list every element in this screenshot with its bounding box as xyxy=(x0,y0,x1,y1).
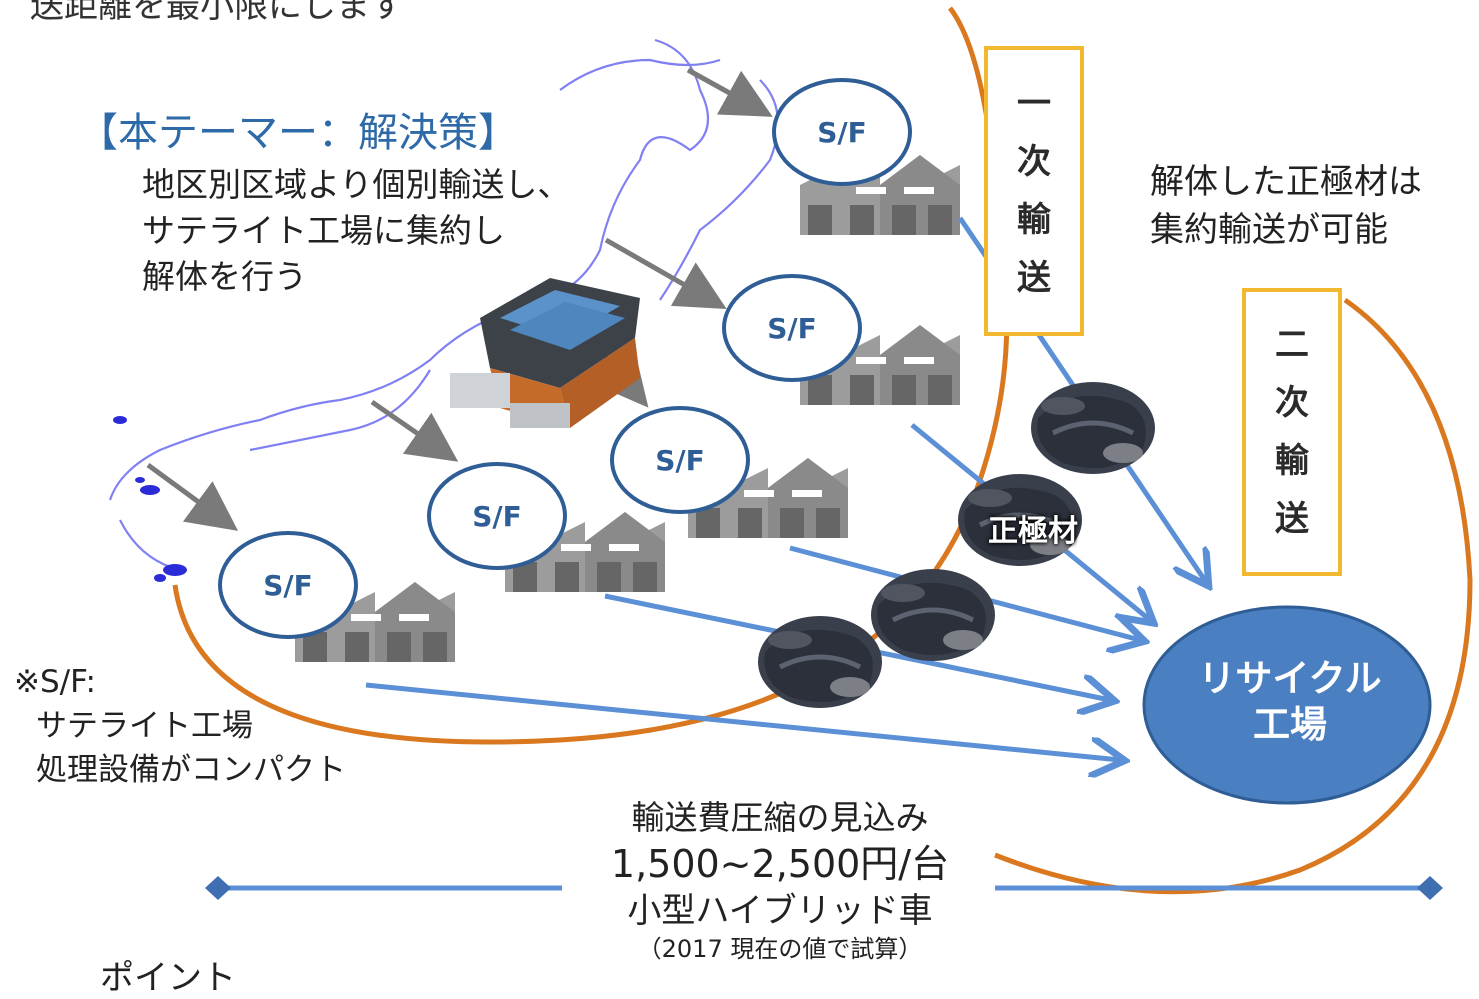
solution-description: 地区別区域より個別輸送し、 サテライト工場に集約し 解体を行う xyxy=(142,162,570,300)
sf-footnote: ※S/F: サテライト工場 処理設備がコンパクト xyxy=(14,660,346,792)
sf-label: S/F xyxy=(817,116,867,149)
bottom-cut-text: ポイント xyxy=(100,958,236,998)
box-char: 次 xyxy=(1017,142,1051,182)
box-char: 一 xyxy=(1017,84,1051,124)
box-char: 二 xyxy=(1275,325,1309,365)
secondary-arc xyxy=(994,297,1473,895)
box-char: 送 xyxy=(1017,258,1051,298)
theme-title: 【本テーマー：解決策】 xyxy=(78,110,518,156)
box-char: 輸 xyxy=(1017,200,1051,240)
diagram-canvas: S/F S/F S/F S/F S/F xyxy=(108,6,1473,900)
footnote-line: ※S/F: xyxy=(14,664,96,700)
note-line: 集約輸送が可能 xyxy=(1150,210,1388,250)
box-char: 送 xyxy=(1275,499,1309,539)
desc-line: 解体を行う xyxy=(142,257,307,296)
recycle-line: リサイクル xyxy=(1198,657,1382,700)
sf-circles xyxy=(218,78,912,639)
cost-note: （2017 現在の値で試算） xyxy=(637,935,923,963)
sf-label: S/F xyxy=(263,569,313,602)
note-line: 解体した正極材は xyxy=(1150,162,1422,202)
cathode-roll-image xyxy=(1031,382,1155,474)
kyushu-islands xyxy=(113,416,187,582)
cathode-roll-image xyxy=(871,569,995,661)
recycle-factory-label: リサイクル 工場 xyxy=(1150,656,1430,748)
battery-pack-image xyxy=(450,278,640,428)
sf-label: S/F xyxy=(767,312,817,345)
secondary-transport-box: 二 次 輸 送 xyxy=(1242,288,1342,576)
top-cut-text: 送距離を最小限にします xyxy=(30,0,404,26)
desc-line: 地区別区域より個別輸送し、 xyxy=(142,165,571,204)
box-char: 次 xyxy=(1275,383,1309,423)
cathode-roll-image xyxy=(758,616,882,708)
sf-label: S/F xyxy=(472,500,522,533)
cathode-label: 正極材 xyxy=(988,514,1078,549)
sf-label: S/F xyxy=(655,444,705,477)
cost-estimate: 輸送費圧縮の見込み 1,500~2,500円/台 小型ハイブリッド車 （2017… xyxy=(570,796,990,964)
desc-line: サテライト工場に集約し xyxy=(142,211,505,250)
cost-vehicle: 小型ハイブリッド車 xyxy=(627,891,933,931)
box-char: 輸 xyxy=(1275,441,1309,481)
recycle-factory-ellipse xyxy=(1142,605,1432,805)
primary-transport-box: 一 次 輸 送 xyxy=(984,46,1084,336)
cost-range-line xyxy=(205,876,1443,900)
recycle-line: 工場 xyxy=(1253,703,1327,746)
cost-value: 1,500~2,500円/台 xyxy=(610,842,950,886)
footnote-line: 処理設備がコンパクト xyxy=(36,752,346,788)
cost-heading: 輸送費圧縮の見込み xyxy=(631,798,929,837)
cathode-note: 解体した正極材は 集約輸送が可能 xyxy=(1150,158,1422,254)
footnote-line: サテライト工場 xyxy=(36,708,253,744)
